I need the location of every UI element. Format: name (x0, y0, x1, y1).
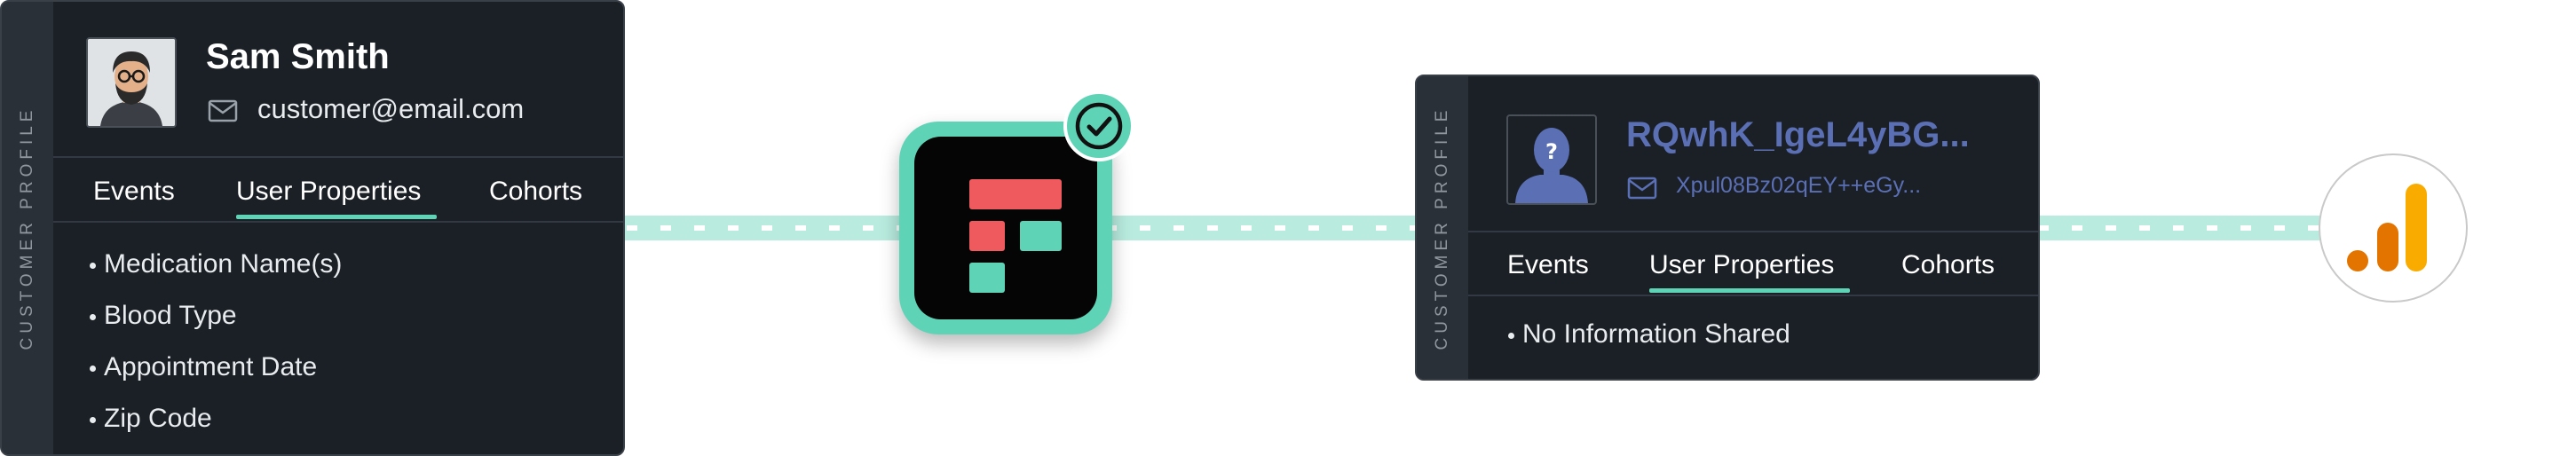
tab-cohorts[interactable]: Cohorts (1901, 250, 1995, 279)
customer-name: Sam Smith (206, 37, 390, 76)
tab-events[interactable]: Events (1507, 250, 1589, 279)
side-label-text: CUSTOMER PROFILE (18, 106, 36, 350)
property-item: Zip Code (104, 404, 212, 433)
arrow-icon (672, 248, 858, 381)
arrow-icon (1183, 71, 1370, 204)
property-item: Blood Type (104, 301, 237, 330)
flow-line-left (621, 216, 914, 240)
active-tab-indicator (236, 215, 437, 219)
tab-events[interactable]: Events (93, 177, 175, 206)
active-tab-indicator (1649, 288, 1850, 293)
anonymous-avatar-icon: ? (1506, 114, 1597, 205)
property-item: No Information Shared (1522, 319, 1790, 349)
anonymized-id: RQwhK_IgeL4yBG... (1626, 115, 1970, 154)
arrow-icon (1183, 248, 1370, 381)
flow-line-middle (1101, 216, 1429, 240)
tab-cohorts[interactable]: Cohorts (489, 177, 583, 206)
segment-logo-icon (899, 122, 1112, 334)
anonymized-email: Xpul08Bz02qEY++eGy... (1676, 173, 1922, 198)
anonymized-profile-card: CUSTOMER PROFILE ? RQwhK_IgeL4yBG... Xpu… (1415, 75, 2040, 381)
customer-email: customer@email.com (257, 93, 525, 124)
svg-text:?: ? (1545, 139, 1558, 164)
arrow-icon (2089, 71, 2275, 204)
customer-profile-card: CUSTOMER PROFILE Sam Smith customer@emai… (0, 0, 625, 456)
property-item: Medication Name(s) (104, 249, 343, 279)
tab-user-properties[interactable]: User Properties (236, 177, 422, 206)
mail-icon (1627, 177, 1657, 200)
profile-side-label: CUSTOMER PROFILE (2, 2, 53, 454)
flow-line-right (2033, 216, 2335, 240)
check-badge-icon (1063, 90, 1134, 161)
mail-icon (208, 99, 238, 122)
tab-user-properties[interactable]: User Properties (1649, 250, 1835, 279)
user-avatar-icon (86, 37, 177, 128)
profile-side-label: CUSTOMER PROFILE (1417, 76, 1468, 379)
analytics-bar-icon (2319, 153, 2468, 303)
arrow-icon (672, 71, 858, 204)
arrow-icon (2089, 248, 2275, 381)
side-label-text: CUSTOMER PROFILE (1433, 106, 1451, 350)
property-item: Appointment Date (104, 352, 318, 381)
